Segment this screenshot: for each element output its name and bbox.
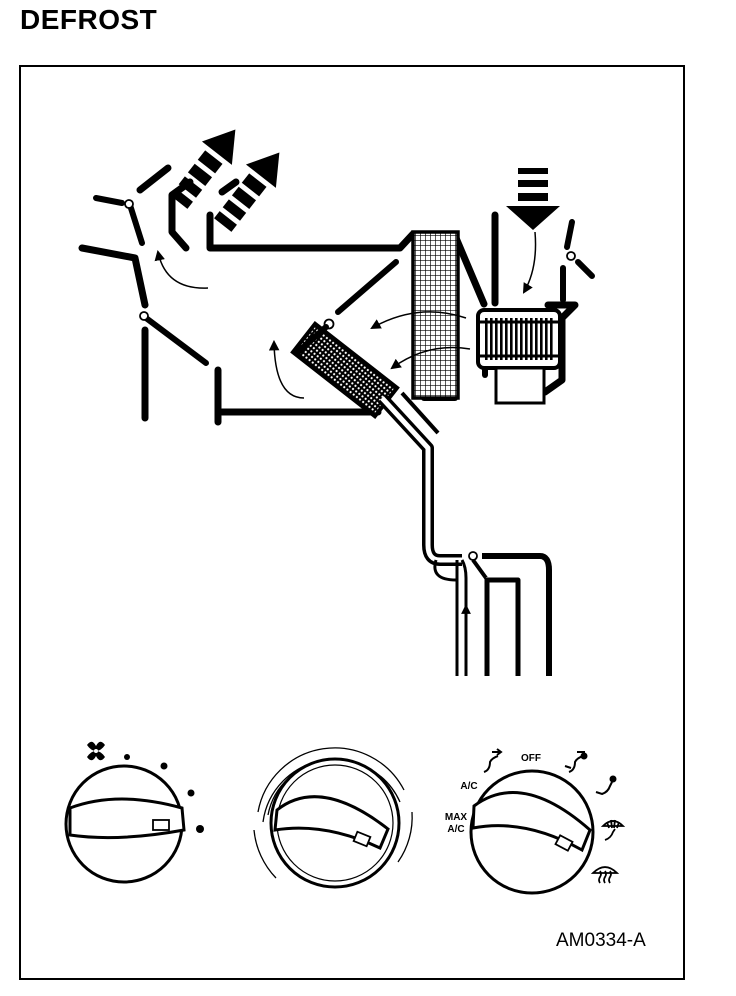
mode-label-max: MAX [445, 812, 468, 823]
defrost-arrow-left [170, 129, 236, 209]
panel-floor-vent-icon [564, 751, 588, 773]
speed-dot-1 [124, 754, 130, 760]
defrost-arrow-right [214, 152, 280, 232]
diagram-frame [19, 65, 685, 980]
floor-defrost-icon [600, 819, 626, 841]
blower-wheel [476, 308, 562, 405]
mode-label-off: OFF [521, 753, 541, 764]
knob-pointer-window [554, 834, 574, 852]
blend-door [295, 324, 329, 355]
knob-pointer-window [352, 830, 372, 848]
fan-icon [87, 741, 105, 761]
figure-reference-code: AM0334-A [556, 930, 646, 951]
vacuum-valve-pivot [468, 551, 478, 561]
speed-dot-4 [196, 825, 204, 833]
blower-motor [494, 366, 546, 405]
floor-vent-icon [595, 775, 617, 796]
defrost-door-pivot [124, 199, 134, 209]
temperature-knob[interactable] [253, 747, 413, 889]
recirc-door-pivot [566, 251, 576, 261]
speed-dot-3 [187, 789, 195, 797]
panel-vent-icon [483, 748, 503, 773]
page-title: DEFROST [20, 4, 158, 35]
mode-selector-knob[interactable]: OFF A/C MAX A/C [445, 748, 626, 895]
knob-pointer-window [152, 819, 170, 831]
mode-label-ac: A/C [460, 781, 477, 792]
heater-hose [377, 391, 462, 566]
defrost-icon [590, 866, 620, 884]
evaporator-core [411, 230, 460, 400]
blower-speed-knob[interactable] [64, 741, 204, 884]
door-pivots [124, 199, 576, 561]
defrost-outlet-arrows [170, 129, 280, 232]
airflow-arrows [154, 231, 537, 399]
mode-label-max-ac: A/C [447, 824, 464, 835]
speed-dot-2 [160, 762, 168, 770]
panel-door-pivot [139, 311, 149, 321]
fresh-air-intake-arrow [506, 168, 560, 230]
vacuum-lines [433, 553, 552, 676]
